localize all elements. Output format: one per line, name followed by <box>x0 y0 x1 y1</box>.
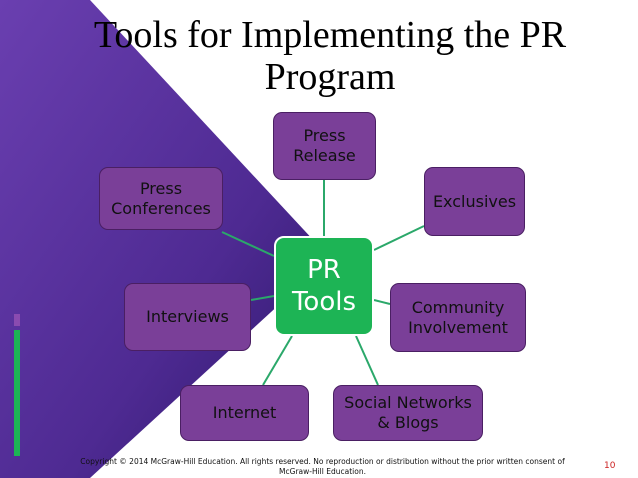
footer-line-2: McGraw-Hill Education. <box>279 467 366 476</box>
node-social-networks-blogs: Social Networks & Blogs <box>333 385 483 441</box>
page-number: 10 <box>604 461 616 471</box>
node-internet-label: Internet <box>212 403 277 422</box>
node-interviews: Interviews <box>124 283 251 351</box>
center-line-2: Tools <box>291 287 357 317</box>
node-press-release: Press Release <box>273 112 376 180</box>
center-node-pr-tools: PR Tools <box>274 236 374 336</box>
connector-social-networks <box>355 335 379 386</box>
connector-community <box>373 299 391 305</box>
connector-press-conferences <box>221 231 275 257</box>
copyright-footer: Copyright © 2014 McGraw-Hill Education. … <box>40 457 605 477</box>
connector-exclusives <box>373 225 425 251</box>
node-social-networks-line-2: & Blogs <box>377 413 439 432</box>
title-line-2: Program <box>264 56 396 98</box>
center-line-1: PR <box>307 255 341 285</box>
node-press-conferences-line-1: Press <box>139 178 183 198</box>
footer-line-1: Copyright © 2014 McGraw-Hill Education. … <box>80 457 565 466</box>
node-community-line-2: Involvement <box>408 317 508 337</box>
node-press-release-line-2: Release <box>293 146 356 165</box>
connector-interviews <box>250 295 275 301</box>
purple-triangle-shape <box>0 0 330 478</box>
connector-internet <box>262 335 293 386</box>
accent-square <box>14 314 20 326</box>
node-exclusives-label: Exclusives <box>432 191 517 211</box>
page-title: Tools for Implementing the PR Program <box>40 14 620 98</box>
node-social-networks-line-1: Social Networks <box>344 393 472 412</box>
node-press-release-line-1: Press <box>303 126 346 145</box>
node-press-conferences-line-2: Conferences <box>111 198 211 218</box>
node-community-involvement: Community Involvement <box>390 283 526 352</box>
accent-bar <box>14 330 20 456</box>
title-line-1: Tools for Implementing the PR <box>93 14 567 56</box>
node-press-conferences: Press Conferences <box>99 167 223 230</box>
node-internet: Internet <box>180 385 309 441</box>
node-exclusives: Exclusives <box>424 167 525 236</box>
node-community-line-1: Community <box>411 297 505 317</box>
node-interviews-label: Interviews <box>146 307 229 326</box>
